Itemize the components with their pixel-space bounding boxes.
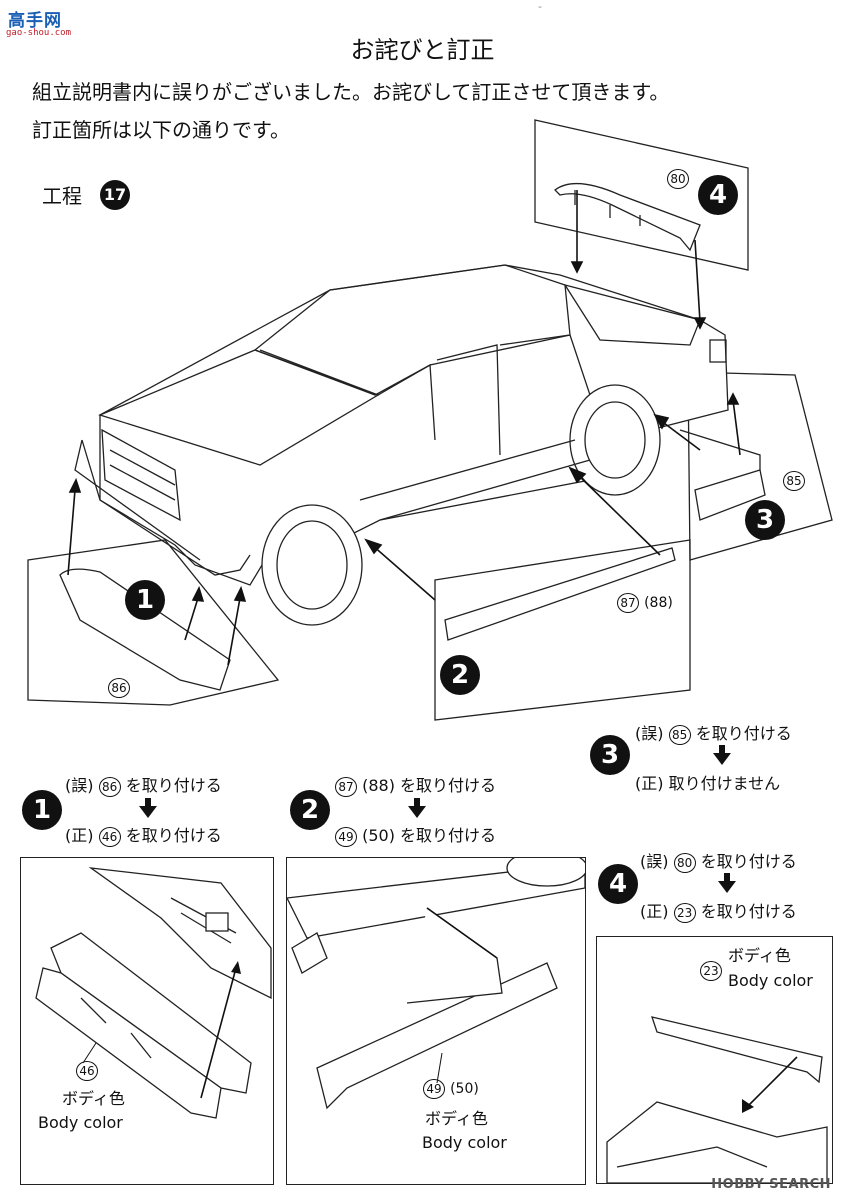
correction-1-arrow	[139, 806, 157, 818]
panel-2-part2-label: (50)	[450, 1081, 479, 1097]
notice-line-1: 組立説明書内に誤りがございました。お詫びして訂正させて頂きます。	[32, 80, 670, 104]
correction-2-arrow	[408, 806, 426, 818]
correction-4-arrow-stem	[724, 873, 730, 881]
step-number-badge: 17	[100, 180, 130, 210]
correction-1-wrong-prefix: (誤)	[65, 776, 94, 795]
correction-2-illustration	[286, 857, 586, 1185]
correction-4-wrong-text: を取り付ける	[700, 852, 797, 871]
correction-4-right-text: を取り付ける	[700, 902, 797, 921]
correction-2-wrong-part: 87	[335, 777, 357, 797]
notice-line-2: 訂正箇所は以下の通りです。	[32, 118, 290, 142]
correction-2-wrong-text: を取り付ける	[400, 776, 497, 795]
site-logo-url: gao-shou.com	[6, 28, 72, 38]
panel-2-part-label: 49	[423, 1079, 445, 1099]
callout-1-badge: 1	[125, 580, 165, 620]
panel-1-color-jp: ボディ色	[62, 1089, 125, 1108]
side-skirt-inset-box	[434, 539, 691, 721]
spoiler-part	[554, 182, 701, 252]
correction-3-wrong-part: 85	[668, 725, 691, 745]
correction-3-arrow-stem	[719, 745, 725, 753]
front-lip-illustration	[35, 867, 272, 1119]
correction-3-right-text: 取り付けません	[668, 774, 781, 793]
correction-3-badge: 3	[590, 735, 630, 775]
side-skirt-illustration	[287, 858, 585, 1110]
panel-2-color-jp: ボディ色	[425, 1109, 488, 1128]
callout-3-badge: 3	[745, 500, 785, 540]
correction-2-wrong-part2: (88)	[362, 776, 395, 795]
front-lip-part	[59, 568, 231, 691]
part-88-label: (88)	[644, 595, 673, 611]
correction-4-right-part: 23	[673, 903, 696, 923]
spoiler-inset-box	[534, 119, 749, 271]
page-title: お詫びと訂正	[350, 36, 495, 64]
correction-1-right-part: 46	[98, 827, 121, 847]
page-mark: -	[538, 0, 542, 13]
panel-4-color-en: Body color	[728, 971, 813, 990]
correction-1-right-text: を取り付ける	[125, 826, 222, 845]
panel-4-color-jp: ボディ色	[728, 946, 791, 965]
panel-1-color-en: Body color	[38, 1113, 123, 1132]
assembly-arrows	[67, 190, 741, 666]
callout-4-badge: 4	[698, 175, 738, 215]
correction-1-wrong-part: 86	[98, 777, 121, 797]
correction-1-right-prefix: (正)	[65, 826, 94, 845]
correction-1-wrong-text: を取り付ける	[125, 776, 222, 795]
correction-3-right-prefix: (正)	[635, 774, 664, 793]
correction-2-right-text: を取り付ける	[400, 826, 497, 845]
panel-1-part-label: 46	[76, 1061, 98, 1081]
site-logo: 高手网	[8, 11, 62, 31]
part-86-label: 86	[108, 678, 130, 698]
panel-4-part-label: 23	[700, 961, 722, 981]
correction-2-right-part: 49	[335, 827, 357, 847]
correction-4-wrong-prefix: (誤)	[640, 852, 669, 871]
rear-skirt-inset-box	[687, 371, 833, 561]
rear-skirt-part	[694, 469, 766, 521]
assembly-diagram	[27, 119, 833, 721]
rear-spoiler-illustration	[606, 1016, 828, 1183]
watermark: HOBBY SEARCH	[711, 1177, 831, 1192]
part-80-label: 80	[667, 169, 689, 189]
correction-4-wrong-part: 80	[673, 853, 696, 873]
correction-1-illustration	[20, 857, 274, 1185]
step-label: 工程	[42, 184, 82, 208]
correction-2-badge: 2	[290, 790, 330, 830]
front-lip-inset-box	[27, 539, 280, 706]
correction-3-wrong-prefix: (誤)	[635, 724, 664, 743]
correction-4-badge: 4	[598, 864, 638, 904]
rear-wheel	[569, 384, 661, 496]
side-skirt-part	[444, 547, 676, 641]
part-85-label: 85	[783, 471, 805, 491]
correction-1-badge: 1	[22, 790, 62, 830]
panel-2-color-en: Body color	[422, 1133, 507, 1152]
callout-2-badge: 2	[440, 655, 480, 695]
correction-3-wrong-text: を取り付ける	[695, 724, 792, 743]
correction-1-arrow-stem	[145, 798, 151, 806]
correction-4-arrow	[718, 881, 736, 893]
correction-2-right-part2: (50)	[362, 826, 395, 845]
correction-4-right-prefix: (正)	[640, 902, 669, 921]
correction-2-arrow-stem	[414, 798, 420, 806]
part-87-label: 87	[617, 593, 639, 613]
correction-3-arrow	[713, 753, 731, 765]
